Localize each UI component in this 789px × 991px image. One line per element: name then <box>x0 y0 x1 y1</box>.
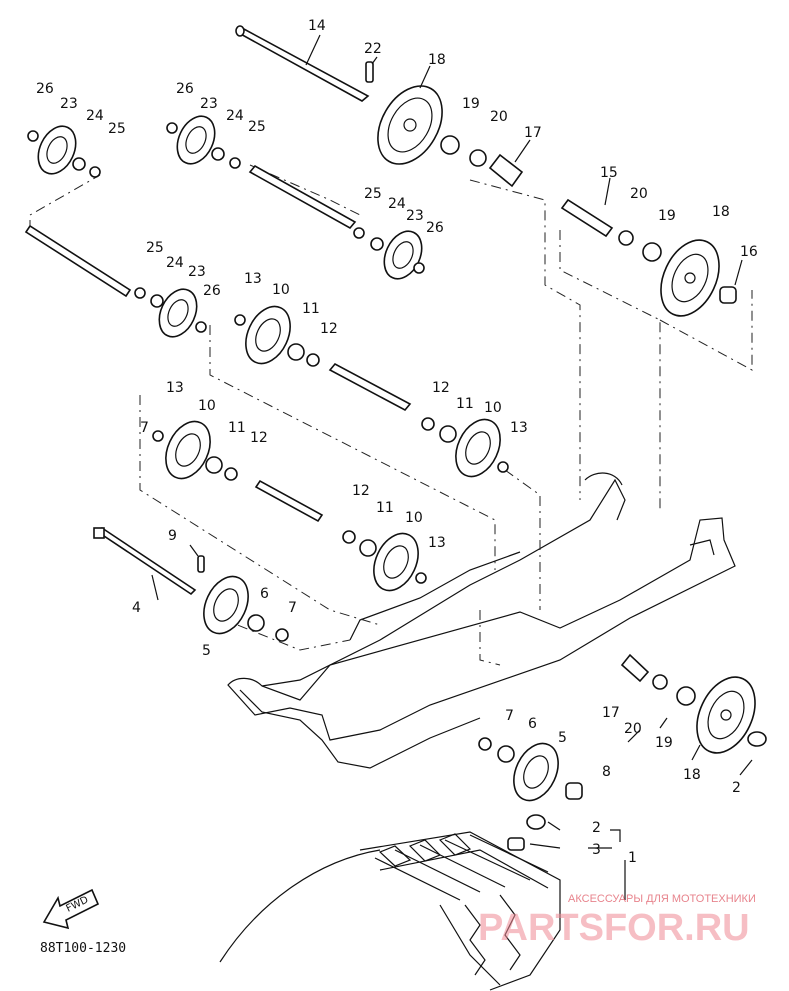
label-13-c: 13 <box>510 420 528 436</box>
label-22: 22 <box>364 41 382 57</box>
label-25-a: 25 <box>108 121 126 137</box>
leader-lines <box>29 164 753 666</box>
label-20-right: 20 <box>630 186 648 202</box>
label-20-top: 20 <box>490 109 508 125</box>
label-8: 8 <box>602 764 611 780</box>
label-17-top: 17 <box>524 125 542 141</box>
label-12-a: 12 <box>320 321 338 337</box>
label-11-c: 11 <box>456 396 474 412</box>
label-16: 16 <box>740 244 758 260</box>
label-10-a: 10 <box>272 282 290 298</box>
label-11-a: 11 <box>302 301 320 317</box>
label-25-b: 25 <box>248 119 266 135</box>
label-24-d: 24 <box>166 255 184 271</box>
drive-track <box>219 831 561 991</box>
label-23-d: 23 <box>188 264 206 280</box>
label-23-b: 23 <box>200 96 218 112</box>
label-leaders <box>151 34 753 900</box>
label-17-bottom: 17 <box>602 705 620 721</box>
wheels <box>37 85 756 802</box>
label-15: 15 <box>600 165 618 181</box>
label-24-a: 24 <box>86 108 104 124</box>
label-10-d: 10 <box>405 510 423 526</box>
watermark-logo: АКСЕССУАРЫ ДЛЯ МОТОТЕХНИКИ PARTSFOR.RU <box>478 893 756 949</box>
label-3: 3 <box>592 842 601 858</box>
label-25-c: 25 <box>364 186 382 202</box>
label-12-d: 12 <box>352 483 370 499</box>
label-10-b: 10 <box>198 398 216 414</box>
label-20-bottom: 20 <box>624 721 642 737</box>
label-12-b: 12 <box>250 430 268 446</box>
label-11-b: 11 <box>228 420 246 436</box>
idler-wheel-18-bottom <box>696 676 756 754</box>
label-18-top: 18 <box>428 52 446 68</box>
small-parts <box>27 122 767 851</box>
label-1: 1 <box>628 850 637 866</box>
label-24-c: 24 <box>388 196 406 212</box>
label-18-right: 18 <box>712 204 730 220</box>
idler-wheel-18-top <box>377 85 443 165</box>
label-19-right: 19 <box>658 208 676 224</box>
label-12-c: 12 <box>432 380 450 396</box>
label-23-a: 23 <box>60 96 78 112</box>
label-5-right: 5 <box>558 730 567 746</box>
label-11-d: 11 <box>376 500 394 516</box>
label-7-upper: 7 <box>140 420 149 436</box>
fwd-arrow: FWD <box>42 888 100 930</box>
label-26-a: 26 <box>36 81 54 97</box>
shafts <box>24 25 650 683</box>
label-18-bottom: 18 <box>683 767 701 783</box>
diagram-code: 88T100-1230 <box>40 941 126 956</box>
label-26-c: 26 <box>426 220 444 236</box>
label-14: 14 <box>308 18 326 34</box>
label-19-bottom: 19 <box>655 735 673 751</box>
label-6-right: 6 <box>528 716 537 732</box>
label-24-b: 24 <box>226 108 244 124</box>
label-13-a: 13 <box>244 271 262 287</box>
label-5-left: 5 <box>202 643 211 659</box>
label-13-b: 13 <box>166 380 184 396</box>
watermark-brand: PARTSFOR.RU <box>478 907 750 949</box>
label-9: 9 <box>168 528 177 544</box>
label-2-right: 2 <box>732 780 741 796</box>
label-13-d: 13 <box>428 535 446 551</box>
label-26-d: 26 <box>203 283 221 299</box>
label-7-right: 7 <box>505 708 514 724</box>
label-25-d: 25 <box>146 240 164 256</box>
label-2-top: 2 <box>592 820 601 836</box>
label-23-c: 23 <box>406 208 424 224</box>
idler-wheel-18-right <box>660 239 720 317</box>
label-4: 4 <box>132 600 141 616</box>
label-26-b: 26 <box>176 81 194 97</box>
label-7-left: 7 <box>288 600 297 616</box>
label-19-top: 19 <box>462 96 480 112</box>
label-6-left: 6 <box>260 586 269 602</box>
watermark-tagline: АКСЕССУАРЫ ДЛЯ МОТОТЕХНИКИ <box>568 893 756 905</box>
callout-labels: 1 2 2 3 4 5 5 6 6 7 7 7 8 9 10 10 10 10 … <box>36 18 758 866</box>
label-10-c: 10 <box>484 400 502 416</box>
slide-rail-frame <box>227 472 736 769</box>
